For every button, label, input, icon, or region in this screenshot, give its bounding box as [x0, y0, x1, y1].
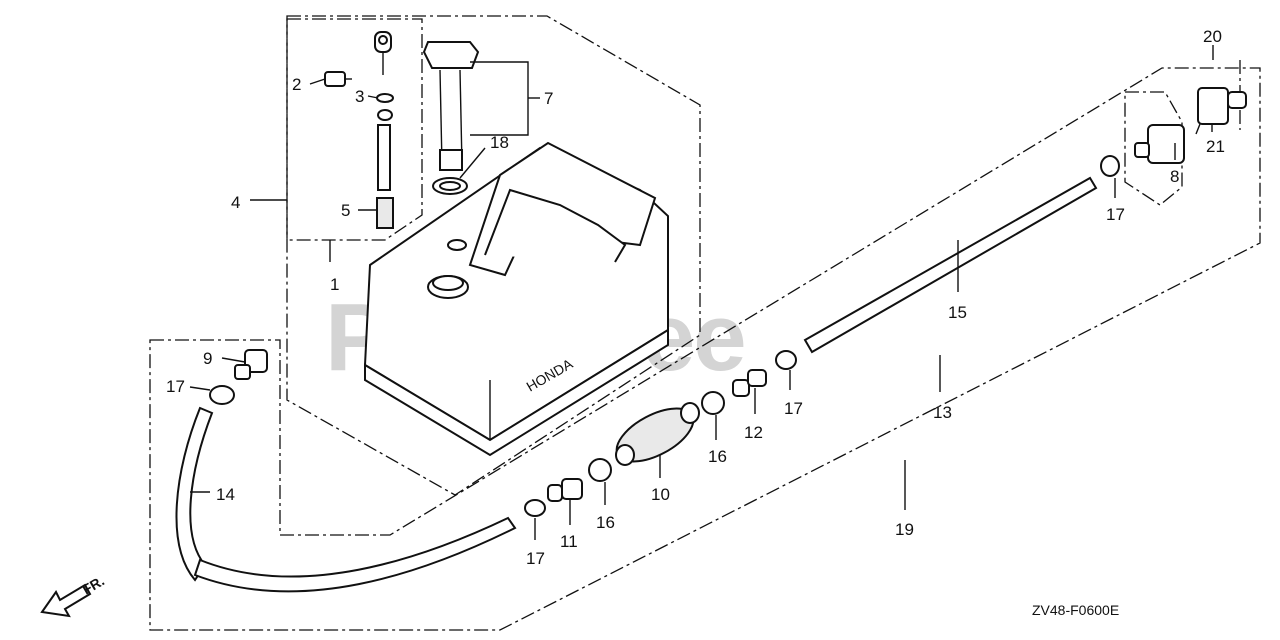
fuel-tube-lower[interactable] — [193, 516, 517, 593]
callout-7: 7 — [544, 89, 553, 108]
callout-20: 20 — [1203, 27, 1222, 46]
callout-21: 21 — [1206, 137, 1225, 156]
callout-14: 14 — [216, 485, 235, 504]
callout-12: 12 — [744, 423, 763, 442]
primer-bulb[interactable] — [609, 398, 702, 473]
gauge-packing-inner — [439, 181, 461, 191]
joint-12[interactable] — [732, 369, 767, 397]
fuel-tank[interactable]: HONDA — [363, 141, 669, 457]
callout-15: 15 — [948, 303, 967, 322]
callout-16a: 16 — [596, 513, 615, 532]
connector-8[interactable] — [1134, 124, 1185, 164]
filter-tube[interactable] — [377, 124, 391, 191]
callout-8: 8 — [1170, 167, 1179, 186]
callout-labels: 1 2 3 4 5 7 8 9 10 11 12 13 14 15 16 16 … — [166, 27, 1225, 568]
callout-1: 1 — [330, 275, 339, 294]
hose-clip-17c[interactable] — [775, 350, 797, 370]
fuel-strainer[interactable] — [376, 197, 394, 229]
front-direction-arrow: FR. — [40, 572, 107, 618]
hose-clip-17d[interactable] — [1100, 155, 1120, 177]
callout-11: 11 — [560, 532, 578, 551]
fuel-tube-15[interactable] — [803, 176, 1098, 354]
callout-16b: 16 — [708, 447, 727, 466]
callout-17d: 17 — [1106, 205, 1125, 224]
hose-clip-17b[interactable] — [524, 499, 546, 517]
callout-3: 3 — [355, 87, 364, 106]
diagram-code: ZV48-F0600E — [1032, 602, 1119, 618]
o-ring[interactable] — [377, 109, 393, 121]
connector-assembly-boundary — [1124, 91, 1183, 206]
fuel-gauge[interactable] — [422, 41, 480, 171]
band-16a[interactable] — [588, 458, 612, 482]
cap-assembly-boundary — [286, 18, 423, 241]
joint-11[interactable] — [547, 478, 583, 502]
tank-assembly-boundary — [286, 15, 701, 496]
connector-21[interactable] — [1195, 87, 1247, 135]
band-16b[interactable] — [701, 391, 725, 415]
callout-17b: 17 — [526, 549, 545, 568]
callout-5: 5 — [341, 201, 350, 220]
callout-9: 9 — [203, 349, 212, 368]
callout-13: 13 — [933, 403, 952, 422]
tank-joint[interactable] — [234, 349, 268, 380]
hose-assembly-boundary — [149, 67, 1261, 631]
callout-18: 18 — [490, 133, 509, 152]
hose-clip-17a[interactable] — [209, 385, 235, 405]
callout-4: 4 — [231, 193, 240, 212]
callout-17a: 17 — [166, 377, 185, 396]
fuel-tube-14[interactable] — [175, 406, 214, 582]
callout-17c: 17 — [784, 399, 803, 418]
callout-2: 2 — [292, 75, 301, 94]
leader-lines — [189, 45, 1214, 540]
washer[interactable] — [376, 93, 394, 103]
fuel-cap-vent-knob[interactable] — [374, 31, 392, 75]
callout-19: 19 — [895, 520, 914, 539]
callout-10: 10 — [651, 485, 670, 504]
vent-screw[interactable] — [324, 71, 352, 87]
